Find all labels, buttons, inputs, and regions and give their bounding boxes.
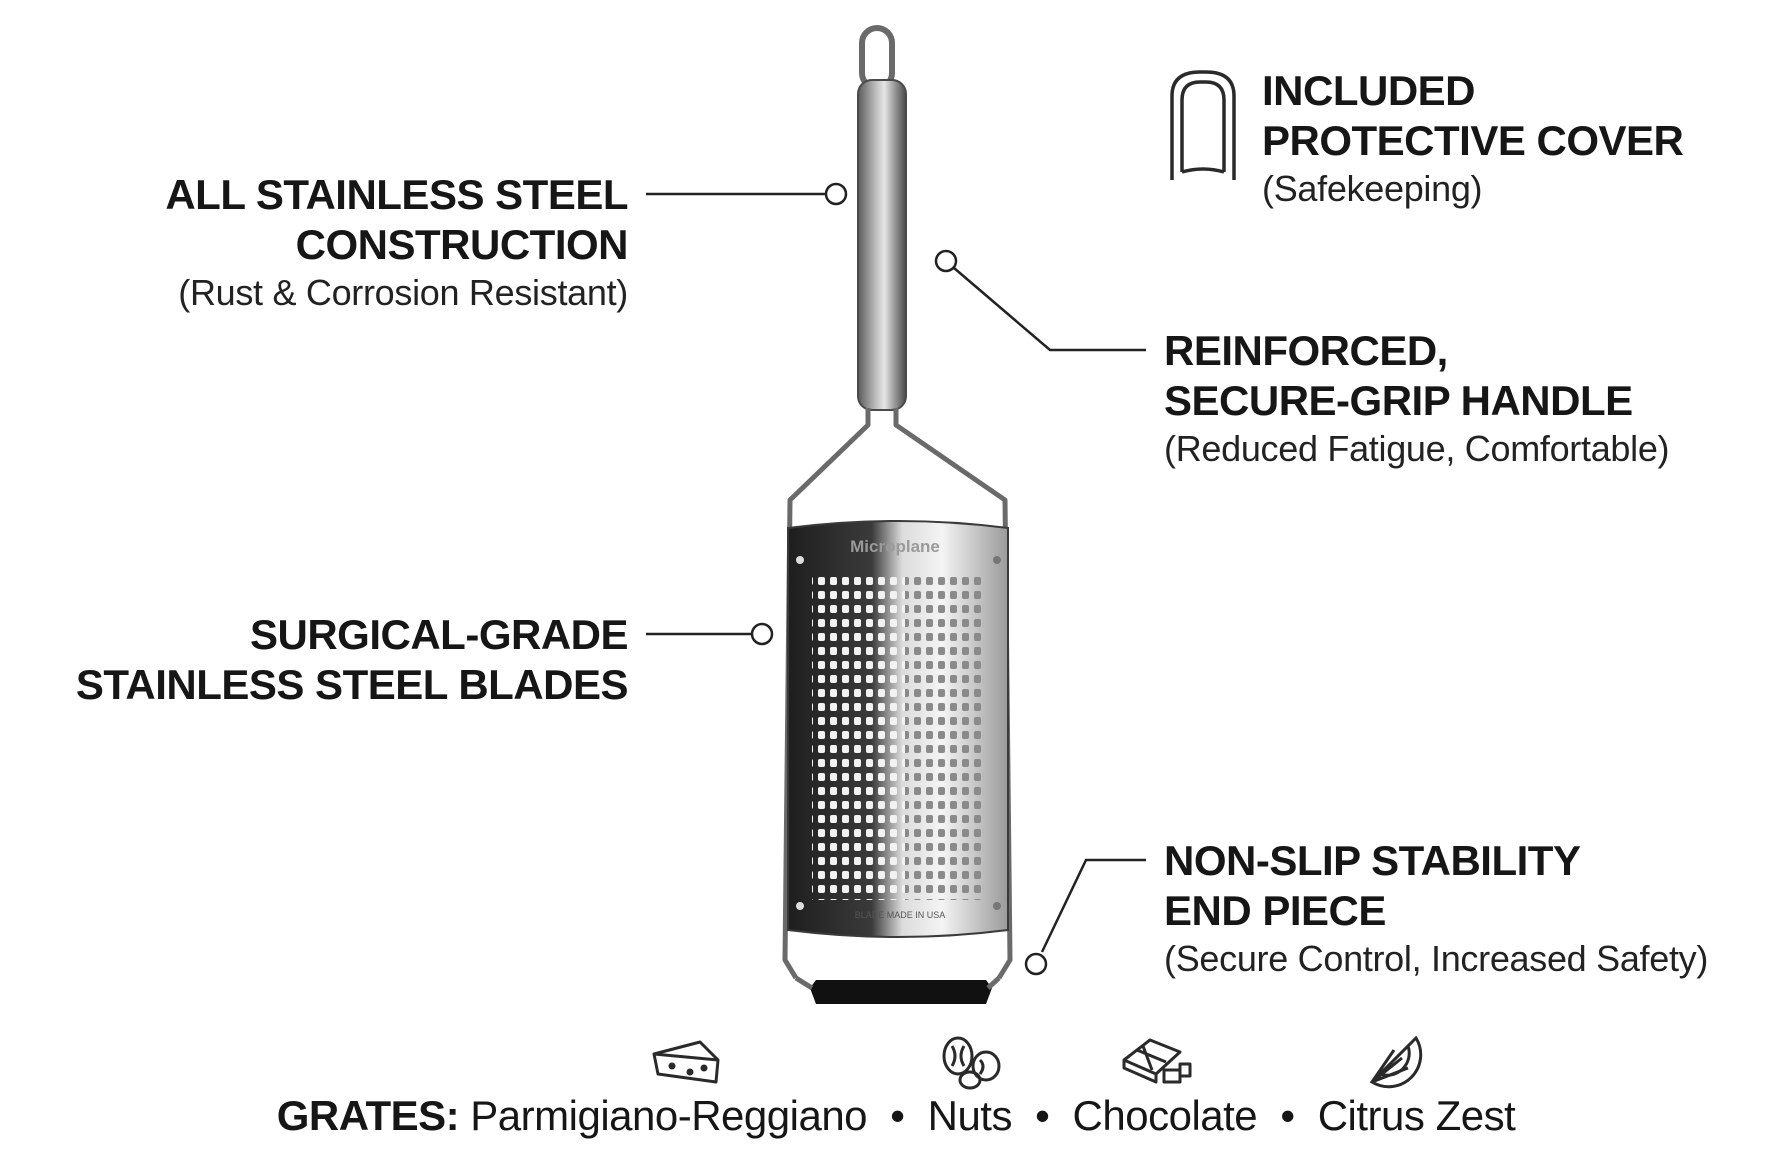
callout-construction-title-1: ALL STAINLESS STEEL <box>165 171 628 218</box>
callout-blades-title-2: STAINLESS STEEL BLADES <box>75 661 629 708</box>
grater-handle <box>857 79 907 411</box>
callout-endpiece-title-1: NON-SLIP STABILITY <box>1164 837 1581 884</box>
cheese-icon <box>652 1040 720 1084</box>
callout-cover-title-2: PROTECTIVE COVER <box>1262 117 1684 164</box>
callout-handle-title-1: REINFORCED, <box>1164 327 1448 374</box>
non-slip-end-piece <box>794 975 1001 1004</box>
callout-endpiece-subtitle: (Secure Control, Increased Safety) <box>1164 938 1709 979</box>
protective-cover-icon <box>1170 70 1236 180</box>
grater-blade: Microplane BLADE MADE IN USA <box>787 520 1009 938</box>
callout-endpiece-title-2: END PIECE <box>1164 887 1386 934</box>
leader-dot-handle <box>934 249 958 273</box>
bullet-separator: • <box>890 1092 905 1139</box>
grates-item: Chocolate <box>1072 1092 1258 1139</box>
callout-construction-subtitle: (Rust & Corrosion Resistant) <box>178 272 628 313</box>
grates-item: Citrus Zest <box>1317 1092 1516 1139</box>
callout-leaders <box>646 182 1146 976</box>
callout-cover-title-1: INCLUDED <box>1262 67 1476 114</box>
callout-endpiece: NON-SLIP STABILITY END PIECE (Secure Con… <box>1164 836 1708 982</box>
chocolate-icon <box>1122 1038 1192 1084</box>
leader-dot-blades <box>750 622 774 646</box>
leader-dot-endpiece <box>1024 952 1048 976</box>
callout-handle-subtitle: (Reduced Fatigue, Comfortable) <box>1164 428 1670 469</box>
callout-cover-subtitle: (Safekeeping) <box>1262 168 1483 209</box>
callout-handle: REINFORCED, SECURE-GRIP HANDLE (Reduced … <box>1164 326 1670 472</box>
grates-lead: GRATES: <box>276 1092 460 1139</box>
callout-blades-title-1: SURGICAL-GRADE <box>250 611 629 658</box>
grates-item: Nuts <box>927 1092 1013 1139</box>
bullet-separator: • <box>1035 1092 1050 1139</box>
brand-logo: Microplane <box>850 537 940 556</box>
callout-handle-title-2: SECURE-GRIP HANDLE <box>1164 377 1633 424</box>
bullet-separator: • <box>1280 1092 1295 1139</box>
callout-blades: SURGICAL-GRADE STAINLESS STEEL BLADES <box>75 610 629 710</box>
leader-endpiece <box>1040 858 1146 953</box>
callout-construction-title-2: CONSTRUCTION <box>295 221 629 268</box>
callout-cover: INCLUDED PROTECTIVE COVER (Safekeeping) <box>1262 66 1684 212</box>
nuts-icon <box>942 1036 1001 1090</box>
blade-stamp: BLADE MADE IN USA <box>855 910 946 920</box>
grates-footer: GRATES: Parmigiano-Reggiano • Nuts • Cho… <box>0 1092 1792 1140</box>
callout-construction: ALL STAINLESS STEEL CONSTRUCTION (Rust &… <box>165 170 628 316</box>
grates-item: Parmigiano-Reggiano <box>470 1092 868 1139</box>
leader-dot-construction <box>824 182 848 206</box>
leader-handle <box>953 267 1146 352</box>
citrus-icon <box>1369 1035 1423 1089</box>
wire-frame <box>782 408 1013 980</box>
